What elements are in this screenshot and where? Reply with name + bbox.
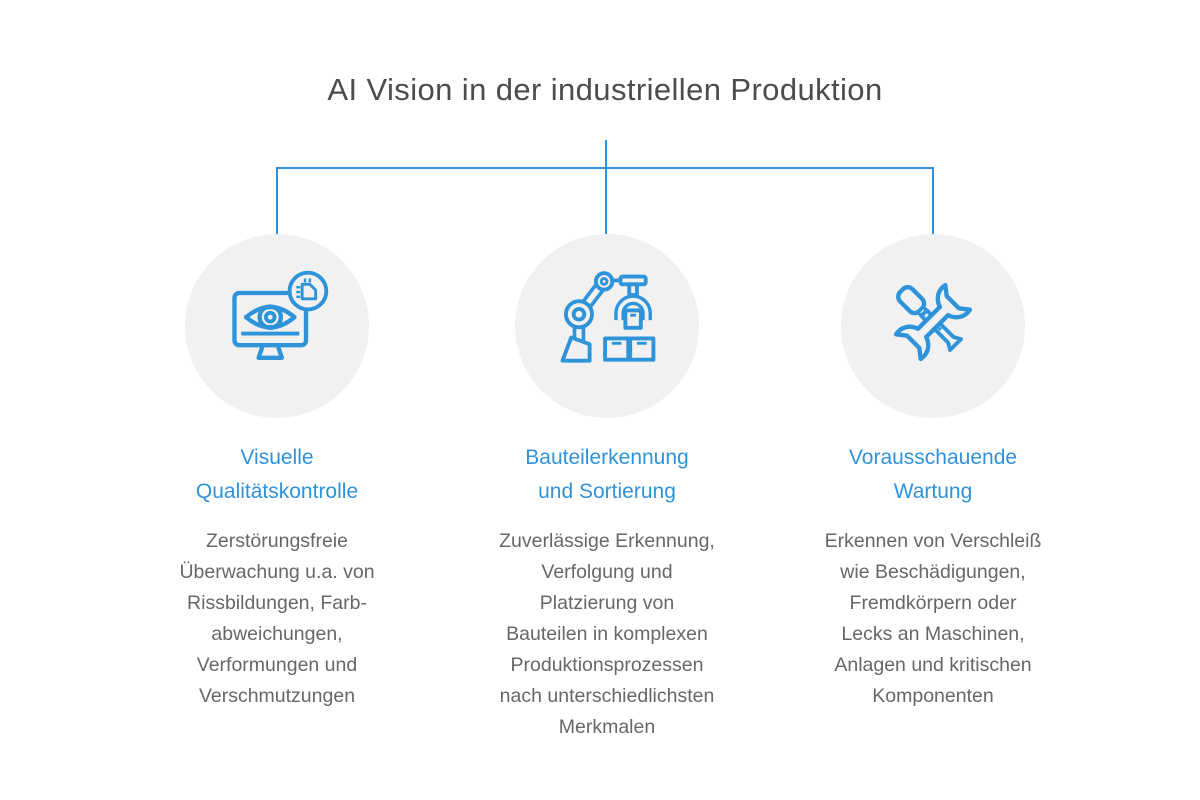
page-title: AI Vision in der industriellen Produktio… bbox=[327, 72, 883, 107]
column-heading: Visuelle Qualitätskontrolle bbox=[195, 446, 359, 503]
crossed-wrench-screwdriver-icon bbox=[893, 282, 973, 362]
column-description: Zuverlässige Erkennung, Verfolgung und P… bbox=[499, 530, 715, 738]
column-heading: Bauteilerkennung und Sortierung bbox=[525, 446, 689, 503]
column-description: Zerstörungsfreie Überwachung u.a. von Ri… bbox=[179, 530, 375, 707]
monitor-eye-ai-chip-icon bbox=[232, 270, 329, 360]
icon-circle bbox=[515, 234, 699, 418]
robot-arm-sorting-icon bbox=[560, 271, 656, 363]
column-vorausschauende-wartung: Vorausschauende Wartung Erkennen von Ver… bbox=[773, 234, 1093, 712]
column-description: Erkennen von Verschleiß wie Beschädigung… bbox=[824, 530, 1042, 707]
column-visuelle-qualitaetskontrolle: Visuelle Qualitätskontrolle Zerstörungsf… bbox=[117, 234, 437, 712]
icon-circle bbox=[841, 234, 1025, 418]
icon-circle bbox=[185, 234, 369, 418]
column-bauteilerkennung-sortierung: Bauteilerkennung und Sortierung Zuverläs… bbox=[447, 234, 767, 743]
column-heading: Vorausschauende Wartung bbox=[848, 446, 1018, 503]
